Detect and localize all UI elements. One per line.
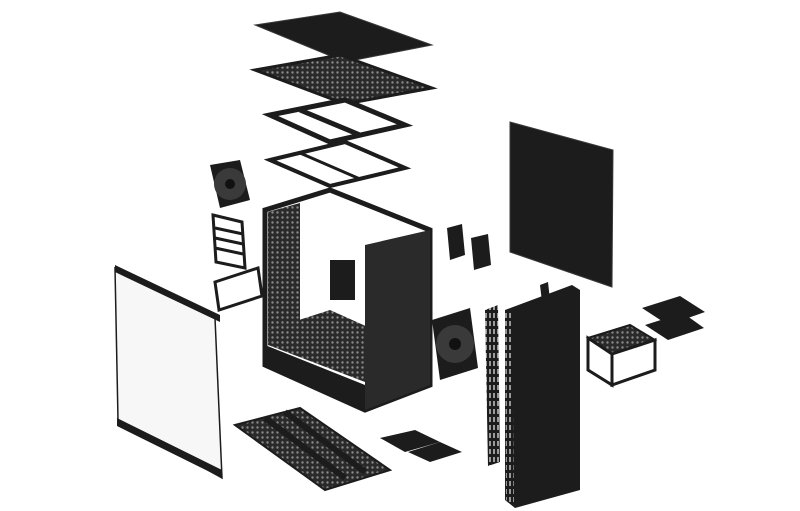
ssd-tray [642, 296, 705, 340]
cover-plate [380, 430, 440, 452]
bracket-stripe [299, 107, 361, 138]
hdd-cage [585, 323, 658, 388]
top-mesh-panel [249, 53, 438, 106]
top-fan-bracket [261, 97, 414, 145]
right-side-panel [509, 121, 614, 288]
bottom-dust-filter [232, 406, 393, 492]
cover-plate [408, 442, 462, 462]
front-panel [505, 282, 580, 508]
pci-slot-covers [211, 213, 247, 270]
psu-bracket [213, 266, 264, 312]
tempered-glass-side-panel [114, 265, 223, 480]
front-vent-strip [485, 305, 500, 466]
bracket-divider [299, 151, 361, 181]
rear-fan [210, 160, 250, 208]
radiator-bracket [263, 139, 412, 189]
ssd-bracket [447, 224, 465, 260]
front-fan [432, 308, 478, 380]
ssd-bracket [471, 234, 491, 270]
top-panel [253, 11, 434, 63]
main-chassis [262, 187, 433, 413]
